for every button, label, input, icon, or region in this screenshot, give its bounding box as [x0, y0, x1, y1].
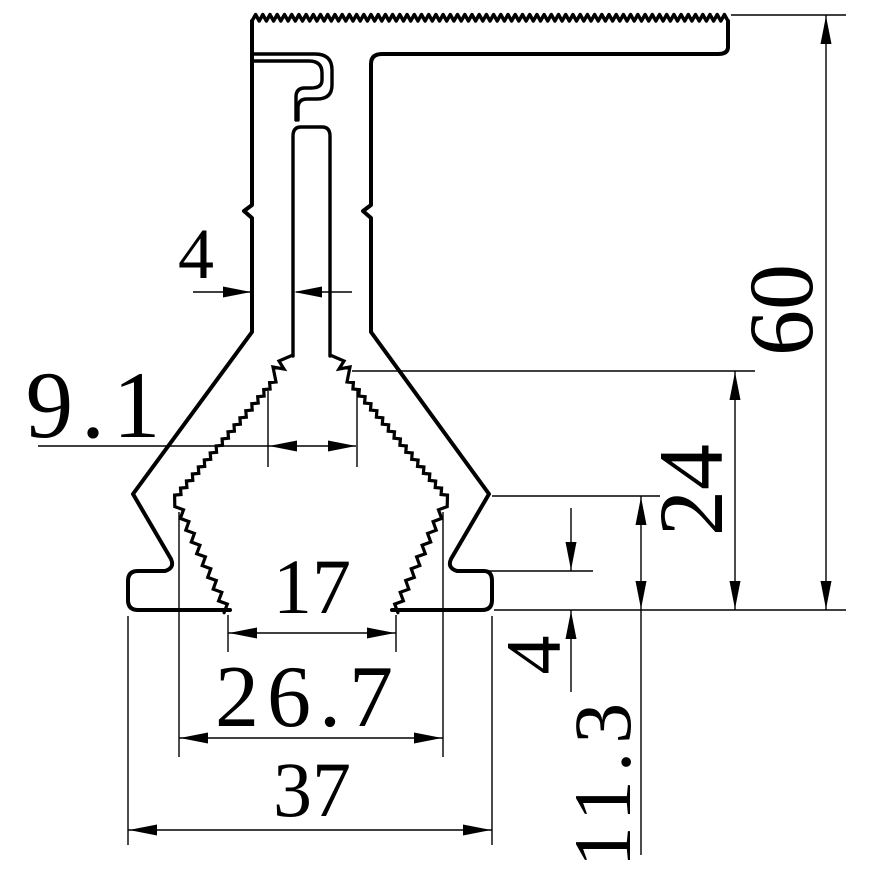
dimension-arrowhead — [269, 440, 297, 452]
dimension-lines — [38, 14, 846, 855]
dimension-labels: 4 9.1 17 26.7 37 60 24 4 11.3 — [26, 214, 832, 867]
profile-top-serrated-edge — [250, 12, 730, 23]
dimension-arrowhead — [729, 581, 741, 609]
dimension-arrowhead — [367, 627, 395, 639]
dimension-arrowhead — [820, 16, 832, 44]
dim-label-overall-height: 60 — [730, 264, 832, 356]
profile-left-serrated-cavity-edge — [172, 353, 295, 615]
dimension-arrowhead — [180, 732, 208, 744]
profile-hook-inner-edge — [250, 59, 324, 122]
dimension-arrowhead — [635, 581, 647, 609]
dim-label-bottom-opening-width: 17 — [273, 543, 351, 630]
dimension-arrowhead — [328, 440, 356, 452]
dim-label-top-slot-width: 9.1 — [26, 352, 169, 458]
dimension-arrowhead — [223, 286, 251, 298]
dim-label-lower-section-height: 11.3 — [557, 695, 648, 867]
dim-label-flange-height: 4 — [490, 636, 577, 675]
dimension-arrowhead — [414, 732, 442, 744]
dimension-arrowhead — [463, 824, 491, 836]
dimension-arrowhead — [729, 372, 741, 400]
profile-slot-walls — [291, 125, 332, 358]
profile-right-outer-contour — [361, 19, 730, 612]
dim-label-cavity-height: 24 — [640, 444, 742, 536]
profile-hook-outer-edge — [250, 52, 334, 122]
profile-left-outer-contour — [126, 19, 254, 612]
dimension-arrowhead — [820, 581, 832, 609]
dimension-arrowhead — [565, 611, 577, 639]
dimension-arrowhead — [229, 627, 257, 639]
dimension-arrowhead — [635, 497, 647, 525]
dimension-arrowhead — [294, 286, 322, 298]
dim-label-stem-wall-thickness: 4 — [178, 214, 214, 294]
profile-right-serrated-cavity-edge — [328, 353, 450, 615]
dimension-arrowhead — [565, 542, 577, 570]
dim-label-overall-width: 37 — [273, 746, 351, 833]
profile-outline — [126, 12, 730, 615]
dimension-arrowhead — [129, 824, 157, 836]
dim-label-cavity-max-width: 26.7 — [215, 649, 401, 746]
